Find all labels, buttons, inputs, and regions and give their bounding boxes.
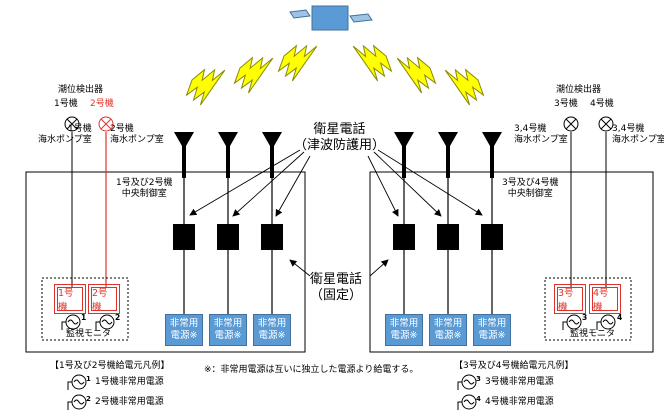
control-room-right <box>369 171 654 353</box>
monitor-unit4-label: 4号機 <box>593 288 609 313</box>
lightning-icon <box>391 53 440 96</box>
phone-icon <box>437 224 459 250</box>
monitor-group-left <box>41 277 129 341</box>
lightning-icon <box>439 65 488 108</box>
ac-source-icon <box>61 314 81 330</box>
phone-icon <box>481 224 503 250</box>
emergency-power-label: 非常用 電源※ <box>433 318 463 341</box>
emergency-power-label: 非常用 電源※ <box>389 318 419 341</box>
lightning-icon <box>182 65 231 108</box>
sensor-title-left: 潮位検出器 <box>58 85 104 95</box>
ac-source-icon <box>67 394 87 410</box>
monitor-unit1-label: 1号機 <box>58 288 74 313</box>
monitor-group-right <box>544 277 632 341</box>
antenna-icon <box>482 132 502 178</box>
lightning-icon <box>274 41 323 84</box>
lamp-icon <box>64 116 80 132</box>
ac-source-icon <box>67 374 87 390</box>
control-room-left-label: 1号及び2号機 中央制御室 <box>116 178 173 199</box>
monitor-sup-3: 3 <box>582 313 588 322</box>
emergency-power-box: 非常用 電源※ <box>209 314 247 346</box>
emergency-power-box: 非常用 電源※ <box>253 314 291 346</box>
emergency-power-box: 非常用 電源※ <box>429 314 467 346</box>
legend-sup-2: 2 <box>86 395 91 403</box>
lamp-icon <box>598 116 614 132</box>
monitor-sup-4: 4 <box>617 313 623 322</box>
monitor-sup-1: 1 <box>81 313 87 322</box>
lightning-icon <box>230 53 279 96</box>
legend-title-right: 【3号及び4号機給電元凡例】 <box>454 361 574 371</box>
pump-room-2: 2号機 海水ポンプ室 <box>110 124 164 145</box>
legend-title-left: 【1号及び2号機給電元凡例】 <box>50 361 170 371</box>
legend-unit4: 4号機非常用電源 <box>485 397 554 407</box>
lamp-icon <box>563 116 579 132</box>
monitor-unit2: 2号機 <box>88 284 120 314</box>
legend-sup-1: 1 <box>86 375 91 383</box>
monitor-unit2-label: 2号機 <box>92 288 108 313</box>
ac-source-icon <box>457 374 477 390</box>
legend-unit3: 3号機非常用電源 <box>485 377 554 387</box>
phone-icon <box>217 224 239 250</box>
phone-icon <box>173 224 195 250</box>
legend-sup-3: 3 <box>476 375 481 383</box>
antenna-icon <box>438 132 458 178</box>
emergency-power-box: 非常用 電源※ <box>165 314 203 346</box>
monitor-unit1: 1号機 <box>54 284 86 314</box>
sensor-title-right: 潮位検出器 <box>556 85 602 95</box>
monitor-unit3-label: 3号機 <box>558 288 574 313</box>
monitor-unit3: 3号機 <box>554 284 586 314</box>
footnote: ※：非常用電源は互いに独立した電源より給電する。 <box>204 365 419 375</box>
control-room-right-label: 3号及び4号機 中央制御室 <box>502 178 559 199</box>
monitor-label-left: 監視モニタ <box>66 329 112 339</box>
monitor-unit4: 4号機 <box>589 284 621 314</box>
sat-phone-fixed-label: 衛星電話 （固定） <box>310 272 363 303</box>
phone-icon <box>261 224 283 250</box>
antenna-icon <box>174 132 194 178</box>
phone-icon <box>393 224 415 250</box>
antenna-icon <box>218 132 238 178</box>
control-room-left <box>25 171 306 353</box>
pump-room-1: 1号機 海水ポンプ室 <box>38 124 92 145</box>
sat-phone-tsunami-label: 衛星電話 （津波防護用） <box>294 122 386 153</box>
emergency-power-label: 非常用 電源※ <box>213 318 243 341</box>
satellite-icon <box>289 5 373 31</box>
lightning-icon <box>347 41 396 84</box>
ac-source-icon <box>596 314 616 330</box>
unit4-label: 4号機 <box>590 99 614 109</box>
ac-source-icon <box>457 394 477 410</box>
emergency-power-label: 非常用 電源※ <box>477 318 507 341</box>
unit3-label: 3号機 <box>554 99 578 109</box>
ac-source-icon <box>562 314 582 330</box>
emergency-power-label: 非常用 電源※ <box>257 318 287 341</box>
monitor-sup-2: 2 <box>115 313 121 322</box>
pump-room-4: 3,4号機 海水ポンプ室 <box>612 124 664 145</box>
emergency-power-label: 非常用 電源※ <box>169 318 199 341</box>
pump-room-3: 3,4号機 海水ポンプ室 <box>514 124 568 145</box>
lamp-icon <box>98 116 114 132</box>
ac-source-icon <box>95 314 115 330</box>
emergency-power-box: 非常用 電源※ <box>473 314 511 346</box>
emergency-power-box: 非常用 電源※ <box>385 314 423 346</box>
unit2-label: 2号機 <box>90 99 114 109</box>
legend-sup-4: 4 <box>476 395 481 403</box>
legend-unit2: 2号機非常用電源 <box>95 397 164 407</box>
unit1-label: 1号機 <box>54 99 78 109</box>
monitor-label-right: 監視モニタ <box>570 329 616 339</box>
legend-unit1: 1号機非常用電源 <box>95 377 164 387</box>
